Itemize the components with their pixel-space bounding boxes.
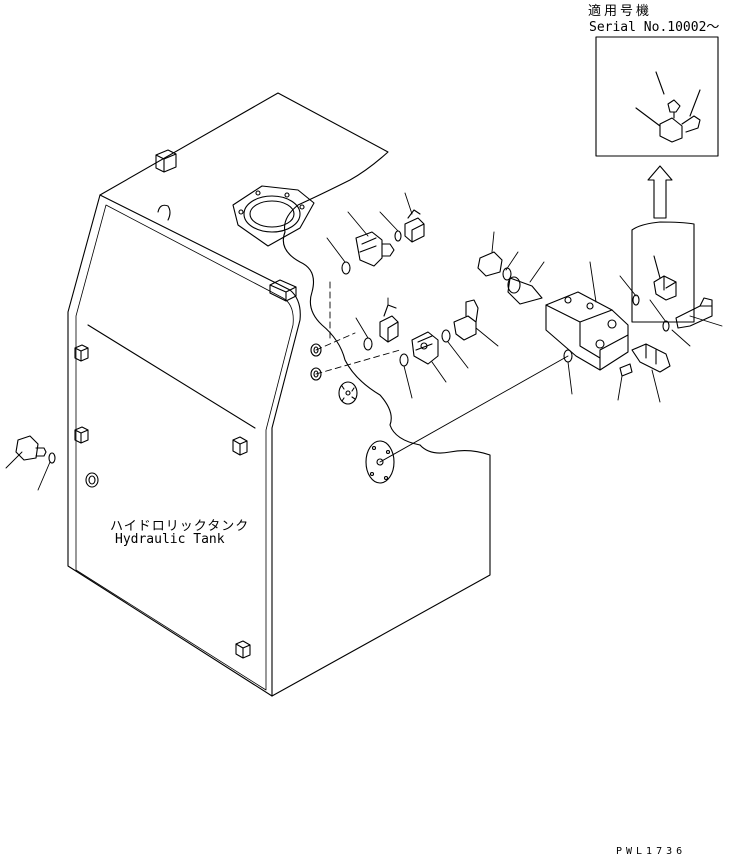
drawing-code: PWL1736 xyxy=(616,846,687,857)
tank-mount-blocks xyxy=(74,149,297,659)
arrow-up-icon xyxy=(647,165,673,219)
upper-fittings xyxy=(341,209,425,275)
serial-inset-box xyxy=(595,36,719,157)
middle-fittings xyxy=(363,299,479,367)
left-fitting xyxy=(15,435,56,464)
hydraulic-tank xyxy=(67,92,491,697)
tank-label-english: Hydraulic Tank xyxy=(115,532,225,547)
serial-number-label: Serial No.10002～ xyxy=(589,20,720,35)
tank-ports xyxy=(85,343,395,488)
tank-side-face xyxy=(271,444,491,697)
leader-lines xyxy=(5,192,723,491)
tank-label-japanese: ハイドロリックタンク xyxy=(110,519,250,534)
tank-front-panel xyxy=(75,204,294,691)
serial-note-japanese: 適用号機 xyxy=(588,4,653,19)
tank-top-face xyxy=(99,92,389,233)
tank-break-line xyxy=(282,231,421,446)
valve-block xyxy=(477,251,713,377)
tank-front-frame xyxy=(67,194,301,697)
assembly-lines xyxy=(315,281,569,463)
option-bracket xyxy=(631,221,695,323)
tank-shade-line xyxy=(87,324,256,429)
lifting-hook xyxy=(157,204,171,221)
filler-flange xyxy=(232,185,315,247)
